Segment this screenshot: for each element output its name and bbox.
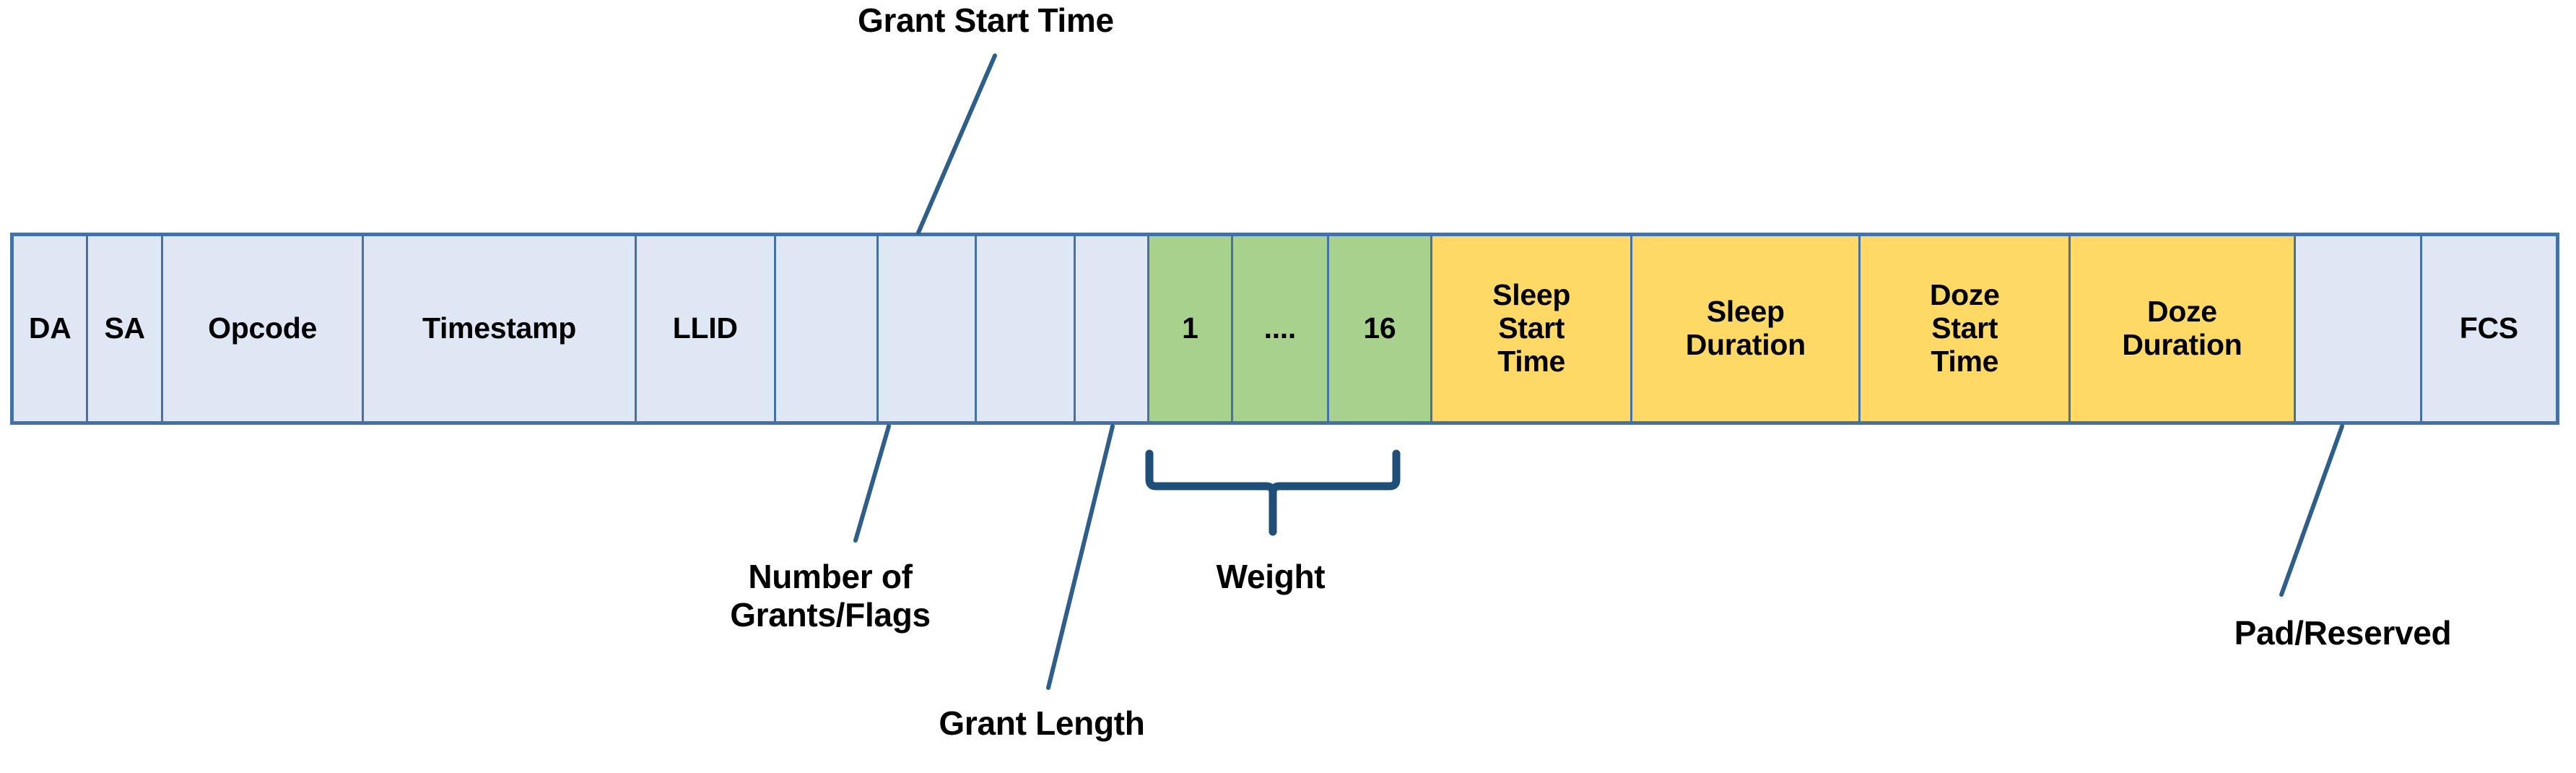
annotation-grant-length: Grant Length (939, 704, 1145, 742)
leader-line-pad-reserved (2279, 424, 2344, 597)
leader-line-grant-length (1046, 424, 1115, 690)
frame-cell-timestamp: Timestamp (364, 236, 637, 421)
annotation-weight: Weight (1216, 558, 1326, 595)
frame-cell-blank-8 (1075, 236, 1149, 421)
annotation-grant-start-time: Grant Start Time (858, 1, 1114, 39)
annotation-number-of-grants-flags: Number of Grants/Flags (730, 558, 931, 634)
frame-cell-sa: SA (88, 236, 163, 421)
annotation-pad-reserved: Pad/Reserved (2234, 614, 2452, 652)
frame-cell-doze-duration: Doze Duration (2071, 236, 2296, 421)
frame-cell-llid: LLID (636, 236, 776, 421)
leader-line-number-of-grants-flags (853, 424, 891, 543)
brace-weight (1145, 449, 1401, 536)
frame-cell-opcode: Opcode (162, 236, 365, 421)
frame-cell-sleep-start-time: Sleep Start Time (1432, 236, 1633, 421)
frame-cell-: .... (1232, 236, 1329, 421)
frame-cell-fcs: FCS (2421, 236, 2556, 421)
frame-cell-blank-5 (775, 236, 879, 421)
frame-cell-blank-6 (878, 236, 978, 421)
frame-cell-da: DA (14, 236, 89, 421)
leader-line-grant-start-time (916, 53, 997, 235)
frame-cell-1: 1 (1149, 236, 1233, 421)
frame-cell-blank-7 (977, 236, 1076, 421)
frame-cell-sleep-duration: Sleep Duration (1632, 236, 1861, 421)
frame-cell-doze-start-time: Doze Start Time (1861, 236, 2071, 421)
frame-cell-blank-16 (2295, 236, 2422, 421)
frame-cell-16: 16 (1328, 236, 1432, 421)
